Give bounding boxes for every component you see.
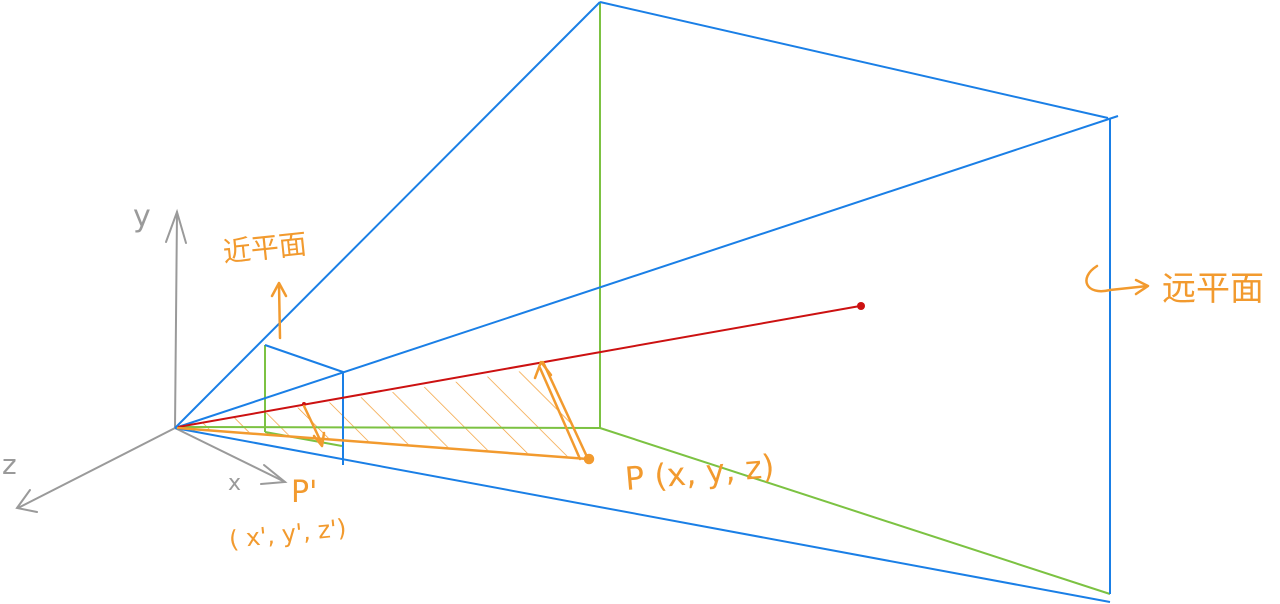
near-plane-pointer (277, 283, 282, 340)
x-axis-label: x (228, 471, 241, 496)
frustum-edges (174, 1, 1119, 603)
far-plane-pointer (1085, 264, 1149, 293)
axes (15, 208, 288, 513)
y-axis-line (174, 211, 178, 429)
ray (177, 302, 865, 428)
point-p-prime-label: P' (291, 475, 317, 510)
near-plane-rect (264, 344, 344, 465)
point-p-prime-coords: ( x', y', z') (228, 514, 348, 554)
z-axis-arrowhead (15, 489, 38, 513)
far-plane-label: 远平面 (1162, 269, 1264, 309)
y-axis-arrowhead (165, 208, 187, 244)
y-axis-label: y (133, 199, 151, 234)
z-axis-label: z (2, 448, 17, 481)
projection-annotations (176, 264, 1150, 465)
z-axis-line (17, 427, 176, 509)
x-axis-arrowhead (260, 464, 288, 485)
x-axis-line (174, 427, 286, 483)
point-p-label: P (x, y, z) (623, 447, 776, 498)
near-plane-label: 近平面 (221, 227, 308, 269)
plane-edges (177, 2, 1111, 595)
projection-hatch-region (180, 368, 590, 458)
